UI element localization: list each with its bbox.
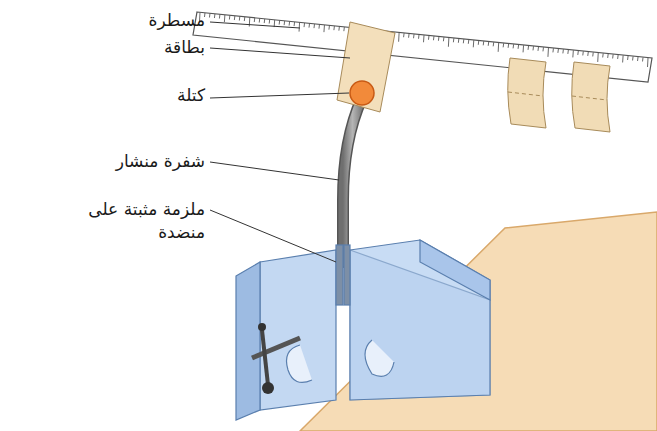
mass [350,81,374,105]
spare-card [508,58,546,128]
part-label: شفرة منشار [65,150,205,173]
saw-blade [343,98,362,262]
part-label: مسطرة [85,9,205,32]
part-label: بطاقة [85,36,205,59]
table [300,212,657,431]
spare-card [572,62,610,132]
part-label: ملزمة مثبتة على منضدة [60,198,205,244]
leader-line [210,22,350,262]
vise [236,240,490,420]
vise-handle [252,323,300,394]
card [337,22,395,112]
part-label: كتلة [85,84,205,107]
